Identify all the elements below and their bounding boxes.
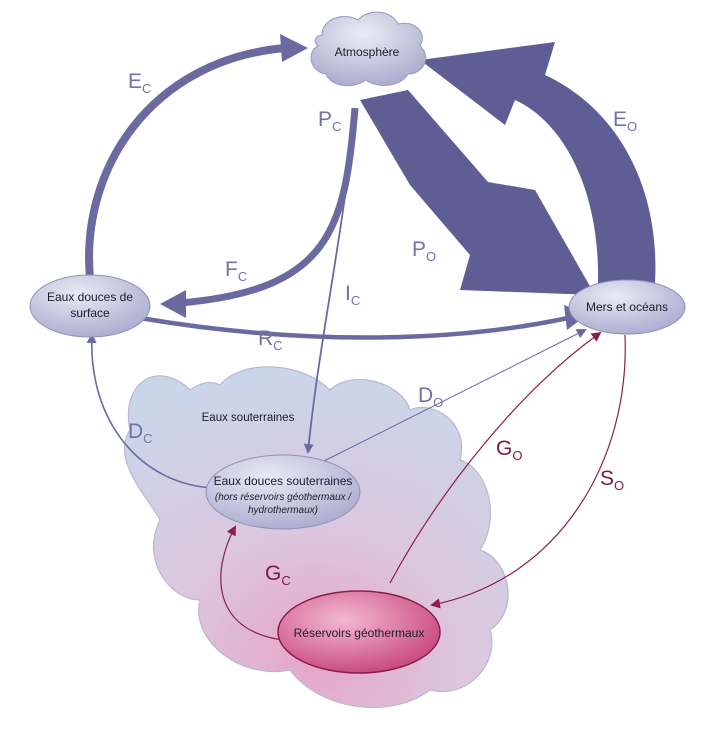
flow-ec-arrow [85, 44, 286, 279]
flow-label-gc: GC [265, 562, 291, 588]
fresh-groundwater-label: Eaux douces souterraines [214, 474, 353, 488]
atmosphere-cloud [310, 11, 427, 87]
seas-node [568, 279, 686, 335]
flow-ic-arrow [303, 139, 353, 454]
surface-water-label-line1: Eaux douces de [47, 290, 133, 304]
flow-fc-arrow [179, 107, 359, 307]
flow-label-ic: IC [345, 282, 360, 308]
flow-eo-arrow [420, 42, 656, 283]
flow-so-arrow [430, 334, 626, 609]
fresh-groundwater-note-line2: hydrothermaux) [248, 505, 318, 516]
surface-water-node [29, 274, 151, 338]
geothermal-node [277, 590, 441, 674]
fresh-groundwater-node [205, 454, 361, 530]
flow-label-go: GO [496, 437, 522, 463]
flow-dc-arrow [86, 333, 216, 489]
flow-label-so: SO [600, 467, 624, 493]
flow-po-arrow [360, 90, 595, 295]
flow-label-ec: EC [128, 70, 151, 96]
flow-go-arrow [389, 331, 602, 584]
geothermal-label: Réservoirs géothermaux [294, 626, 425, 640]
fresh-groundwater-note-line1: (hors réservoirs géothermaux / [215, 492, 352, 503]
groundwater-zone-label: Eaux souterraines [202, 412, 295, 424]
flow-label-pc: PC [318, 108, 341, 134]
flow-fc-arrowhead [160, 290, 186, 318]
flow-do-arrow [321, 329, 587, 463]
flow-label-do: DO [418, 384, 443, 410]
flow-ec-arrowhead [280, 34, 308, 62]
atmosphere-label: Atmosphère [335, 45, 400, 59]
flow-label-fc: FC [225, 258, 247, 284]
flow-gc-arrow [220, 525, 284, 641]
seas-label: Mers et océans [586, 300, 668, 314]
surface-water-label-line2: surface [70, 306, 110, 320]
flow-label-po: PO [412, 238, 436, 264]
flow-label-rc: RC [258, 327, 283, 353]
flow-label-dc: DC [128, 420, 153, 446]
flow-label-eo: EO [613, 108, 637, 134]
flow-rc-arrow [139, 315, 569, 340]
